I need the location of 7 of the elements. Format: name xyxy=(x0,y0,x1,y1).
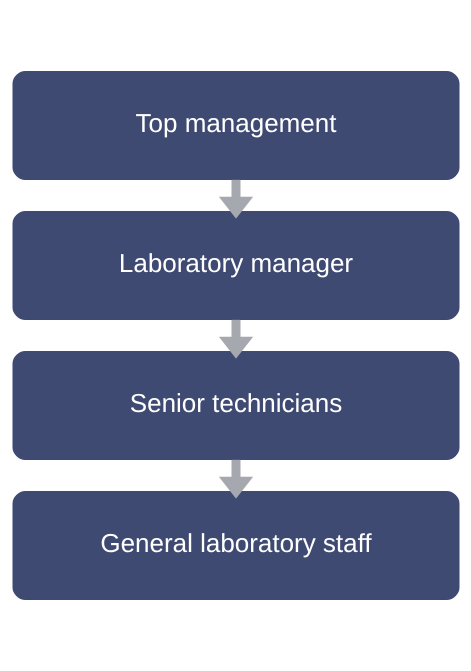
node-box: Top management xyxy=(12,71,459,180)
node-box: Laboratory manager xyxy=(12,211,459,320)
arrow xyxy=(218,320,253,359)
node-box: Senior technicians xyxy=(12,351,459,460)
arrow xyxy=(218,180,253,219)
node-box: General laboratory staff xyxy=(12,491,459,600)
arrow xyxy=(218,460,253,499)
